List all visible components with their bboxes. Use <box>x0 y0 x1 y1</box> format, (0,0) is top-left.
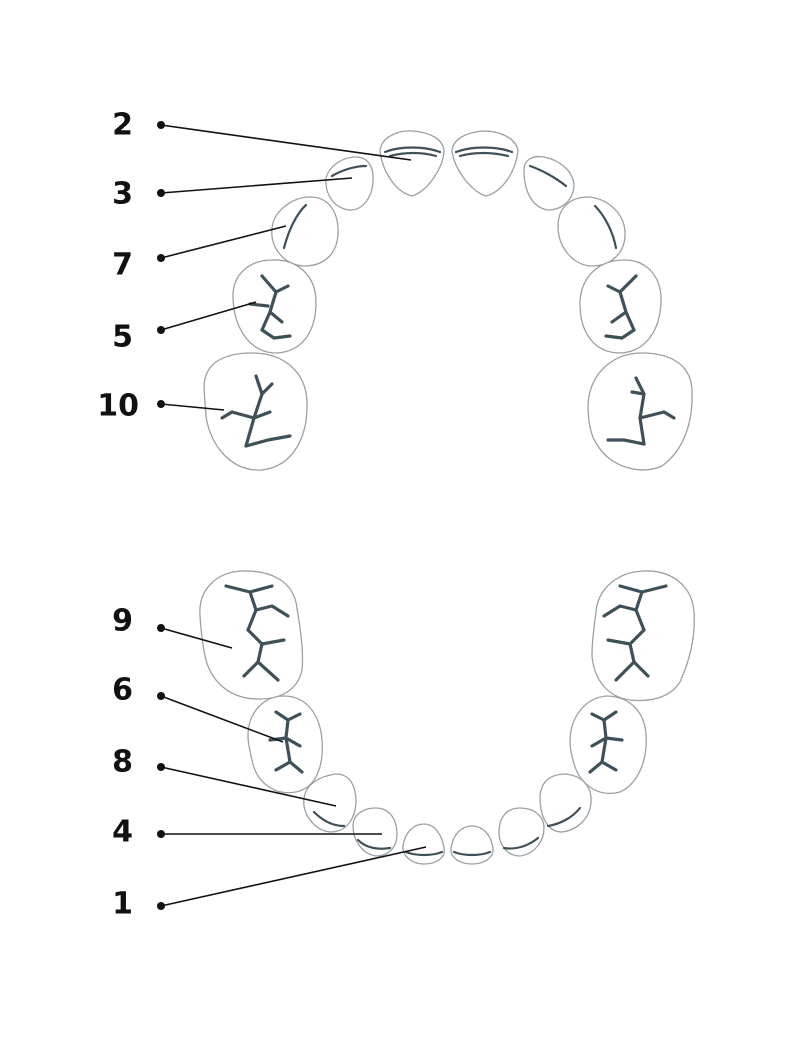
upper-left-canine <box>271 196 339 267</box>
label-upper-canine: 7 <box>112 248 133 283</box>
leader-upper-first-molar <box>157 301 257 334</box>
label-upper-first-molar: 5 <box>112 320 133 355</box>
leader-upper-second-molar <box>157 400 225 411</box>
lower-right-central-incisor <box>450 825 494 865</box>
upper-right-lateral-incisor <box>523 155 575 211</box>
lower-left-lateral-incisor <box>352 807 398 857</box>
upper-left-second-molar <box>203 352 308 471</box>
leader-upper-central-incisor <box>157 121 412 161</box>
leader-lower-first-molar <box>157 692 284 743</box>
lower-left-second-molar <box>199 570 304 700</box>
callout-leaders <box>157 121 427 910</box>
lower-right-second-molar <box>591 570 695 702</box>
lower-right-canine <box>539 773 592 833</box>
lower-arch <box>199 570 695 865</box>
upper-right-second-molar <box>587 352 693 471</box>
label-upper-second-molar: 10 <box>97 389 139 424</box>
lower-left-canine <box>303 773 357 833</box>
lower-left-central-incisor <box>402 823 445 865</box>
lower-left-first-molar <box>247 695 323 794</box>
upper-left-lateral-incisor <box>325 156 374 211</box>
lower-right-first-molar <box>569 695 647 794</box>
leader-lower-central-incisor <box>157 846 427 910</box>
lower-right-lateral-incisor <box>498 807 545 857</box>
upper-right-central-incisor <box>451 130 519 197</box>
upper-arch <box>203 130 693 471</box>
upper-right-canine <box>557 196 626 267</box>
label-upper-lateral-incisor: 3 <box>112 177 133 212</box>
upper-left-first-molar <box>232 259 317 354</box>
upper-right-first-molar <box>579 259 662 354</box>
callout-labels: 2 3 7 5 10 9 6 8 4 1 <box>97 108 139 922</box>
leader-lower-lateral-incisor <box>157 830 382 838</box>
leader-lower-canine <box>157 763 337 807</box>
label-lower-first-molar: 6 <box>112 673 133 708</box>
leader-lower-second-molar <box>157 624 233 649</box>
label-lower-canine: 8 <box>112 745 133 780</box>
label-lower-central-incisor: 1 <box>112 887 133 922</box>
upper-left-central-incisor <box>379 130 445 197</box>
leader-upper-lateral-incisor <box>157 177 353 197</box>
label-upper-central-incisor: 2 <box>112 108 133 143</box>
leader-upper-canine <box>157 225 287 262</box>
label-lower-second-molar: 9 <box>112 604 133 639</box>
label-lower-lateral-incisor: 4 <box>112 815 133 850</box>
